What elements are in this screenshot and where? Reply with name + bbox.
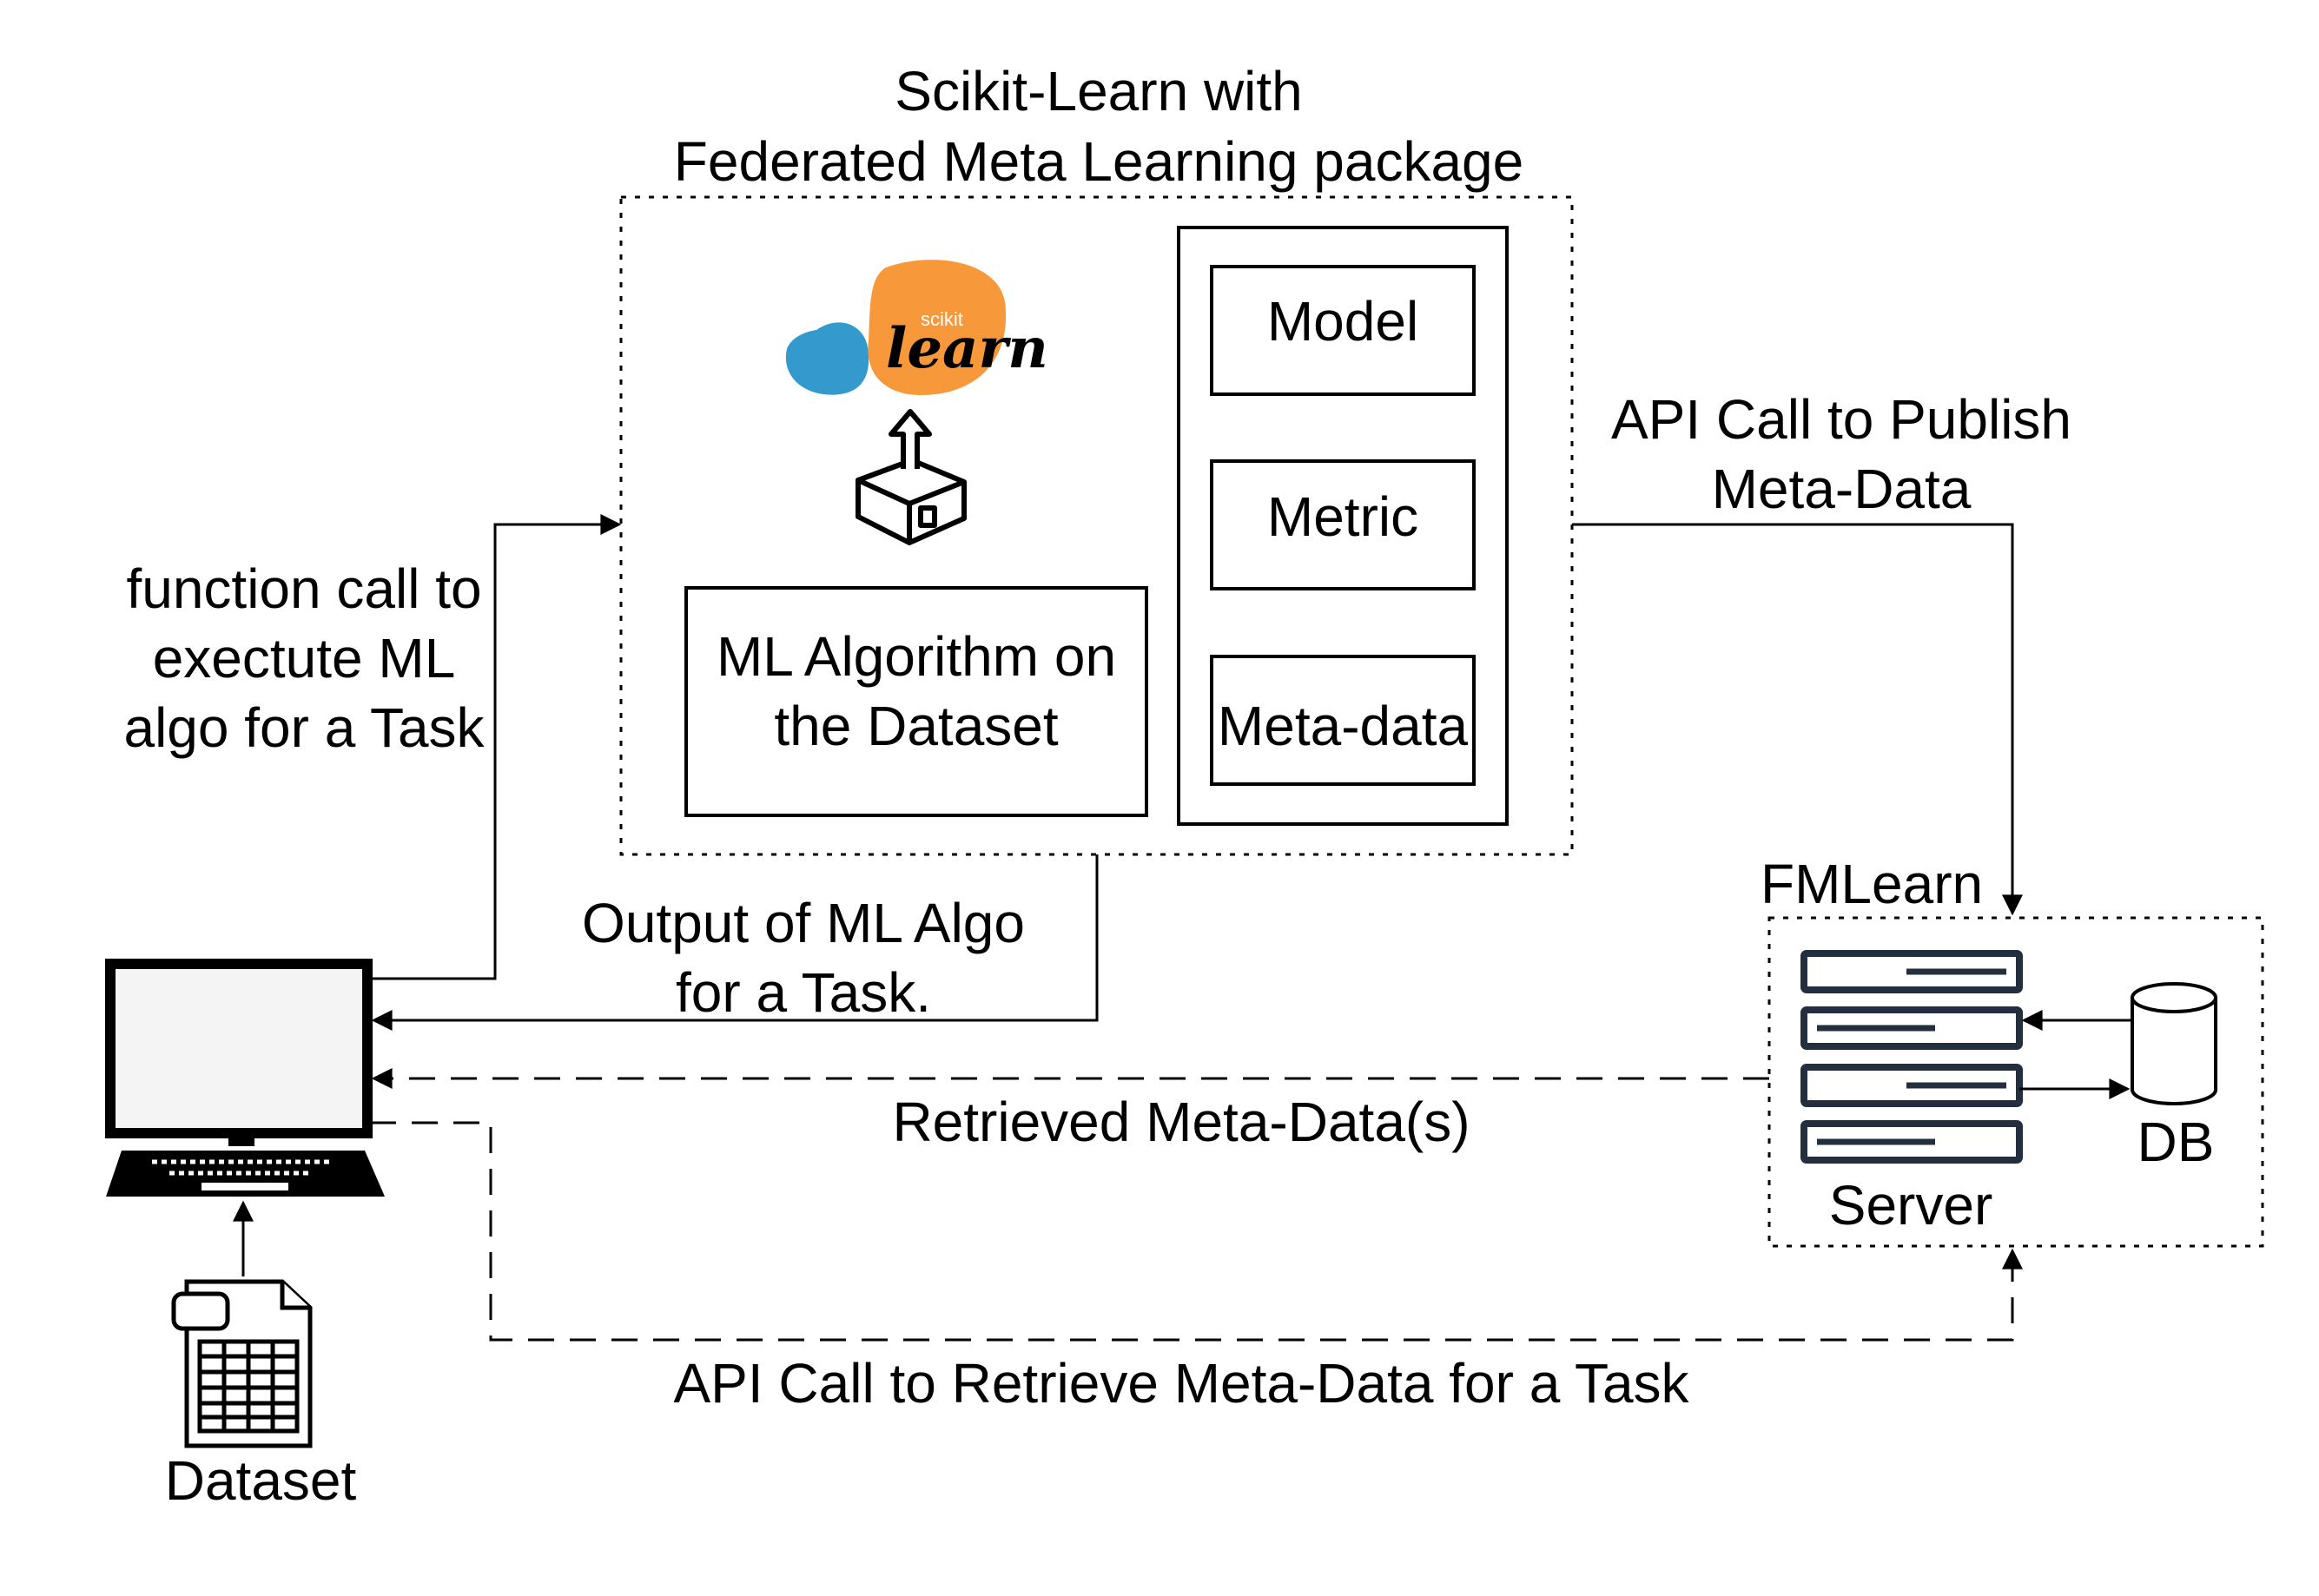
arrow-api-publish xyxy=(1572,523,2023,916)
api-publish-label-line1: API Call to Publish xyxy=(1610,388,2072,451)
retrieved-meta-data-label: Retrieved Meta-Data(s) xyxy=(892,1091,1470,1153)
meta-group-box xyxy=(1177,226,1509,826)
fmlearn-label: FMLearn xyxy=(1761,853,1984,915)
diagram-title-line1: Scikit-Learn with xyxy=(895,60,1303,122)
metric-box xyxy=(1210,459,1476,590)
function-call-label-line3: algo for a Task xyxy=(123,696,485,759)
model-label: Model xyxy=(1266,290,1419,353)
database-icon xyxy=(2131,982,2217,1105)
arrow-output xyxy=(371,854,1099,1031)
fmlearn-container xyxy=(1767,916,2264,1248)
scikit-learn-logo xyxy=(785,260,1007,395)
output-label-line1: Output of ML Algo xyxy=(582,892,1025,954)
arrow-api-retrieve xyxy=(370,1121,2023,1342)
output-label-line2: for a Task. xyxy=(675,961,932,1024)
logo-orange-blob xyxy=(868,260,1007,395)
meta-data-label: Meta-data xyxy=(1217,695,1469,757)
ml-algorithm-label-line2: the Dataset xyxy=(774,695,1059,757)
function-call-label-line1: function call to xyxy=(126,557,482,620)
ml-algorithm-box xyxy=(684,586,1148,817)
ml-algorithm-label-line1: ML Algorithm on xyxy=(716,625,1117,688)
server-label: Server xyxy=(1828,1174,1993,1237)
dataset-label: Dataset xyxy=(164,1449,357,1512)
function-call-label-line2: exectute ML xyxy=(152,627,456,689)
logo-blue-blob xyxy=(785,322,869,395)
logo-small-text: scikit xyxy=(921,308,963,330)
computer-icon xyxy=(105,959,385,1197)
metric-label: Metric xyxy=(1266,485,1419,548)
meta-data-box xyxy=(1210,655,1476,786)
api-publish-label-line2: Meta-Data xyxy=(1711,458,1972,520)
server-rack-icon xyxy=(1800,950,2023,1164)
diagram-title-line2: Federated Meta Learning package xyxy=(673,130,1524,193)
logo-big-text: learn xyxy=(886,316,1048,381)
api-retrieve-label: API Call to Retrieve Meta-Data for a Tas… xyxy=(673,1352,1689,1415)
arrow-function-call xyxy=(370,514,622,980)
dataset-file-icon xyxy=(171,1279,313,1448)
model-box xyxy=(1210,265,1476,396)
db-label: DB xyxy=(2137,1111,2215,1173)
box-upload-icon xyxy=(856,409,967,545)
